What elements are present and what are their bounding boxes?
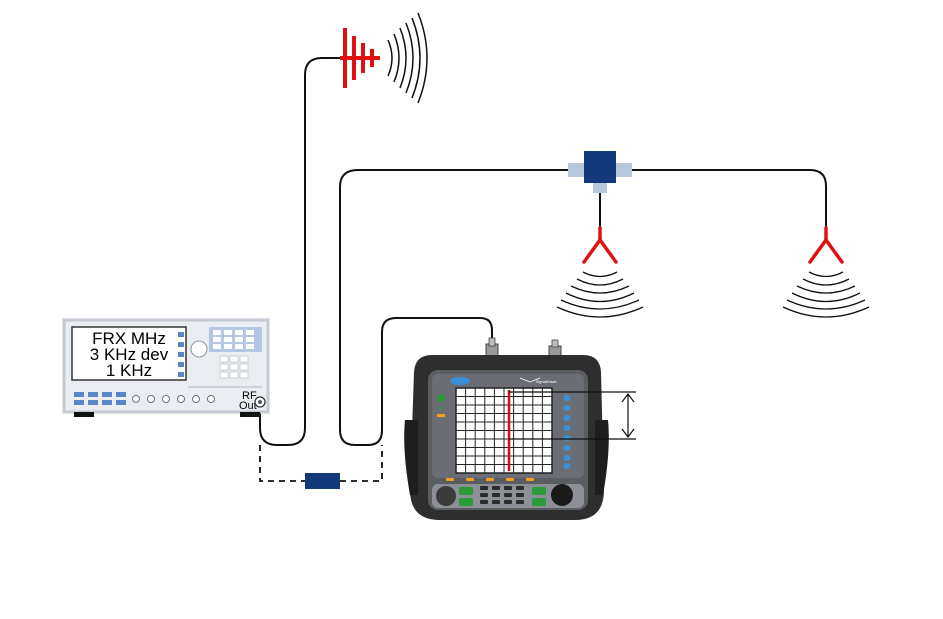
- power-button: [437, 394, 445, 402]
- power-splitter-icon: [568, 151, 632, 193]
- double-arrow-icon: [622, 394, 634, 437]
- rx-left-wavefronts: [557, 272, 643, 317]
- display-line-rate: 1 KHz: [106, 361, 152, 380]
- cable-splitter-to-rx-right: [632, 170, 826, 228]
- transmit-antenna-icon: [340, 13, 427, 103]
- signal-generator-icon: FRX MHz 3 KHz dev 1 KHz: [64, 320, 268, 417]
- analyzer-dpad: [436, 486, 456, 506]
- spectrum-analyzer-icon: SignalHawk: [404, 338, 609, 520]
- rx-right-wavefronts: [783, 272, 869, 317]
- receive-antenna-icon: [584, 228, 616, 262]
- cable-generator-to-tx-antenna: [260, 58, 340, 445]
- receive-antenna-icon: [810, 228, 842, 262]
- generator-keypad-bottom: [220, 356, 248, 378]
- attenuator-icon: [305, 473, 340, 489]
- analyzer-jog-wheel: [551, 484, 573, 506]
- rf-out-label-line2: Out: [239, 400, 257, 412]
- analyzer-brand: SignalHawk: [535, 379, 556, 384]
- generator-knob: [191, 341, 207, 357]
- rx-antenna-right: [783, 228, 869, 317]
- rx-antenna-left: [557, 228, 643, 317]
- tx-wavefronts: [388, 13, 427, 103]
